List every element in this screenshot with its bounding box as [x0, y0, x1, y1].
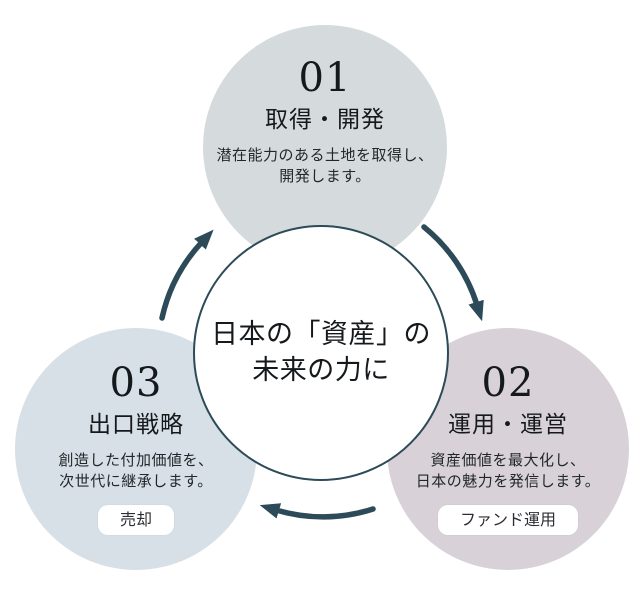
step-03-number: 03 — [109, 360, 163, 406]
center-message: 日本の「資産」の 未来の力に — [211, 317, 431, 388]
step-circle-03: 03 出口戦略 創造した付加価値を、 次世代に継承します。 売却 — [15, 328, 257, 570]
step-03-description: 創造した付加価値を、 次世代に継承します。 — [58, 450, 213, 494]
step-01-desc-line1: 潜在能力のある土地を取得し、 — [216, 145, 434, 164]
step-02-desc-line1: 資産価値を最大化し、 — [430, 450, 586, 469]
step-03-desc-line1: 創造した付加価値を、 — [58, 450, 214, 469]
step-02-description: 資産価値を最大化し、 日本の魅力を発信します。 — [416, 450, 601, 494]
step-01-number: 01 — [298, 55, 352, 101]
arrow-step2-to-step3-icon — [259, 503, 376, 520]
step-03-badge: 売却 — [97, 505, 174, 536]
step-01-description: 潜在能力のある土地を取得し、 開発します。 — [216, 145, 433, 189]
center-message-line2: 未来の力に — [252, 355, 390, 386]
step-02-badge: ファンド運用 — [437, 505, 578, 536]
step-01-title: 取得・開発 — [265, 107, 385, 133]
step-03-title: 出口戦略 — [88, 412, 184, 438]
step-01-desc-line2: 開発します。 — [279, 167, 371, 186]
step-02-title: 運用・運営 — [448, 412, 568, 438]
arrow-step3-to-step1-icon — [159, 229, 214, 321]
step-02-number: 02 — [481, 360, 535, 406]
step-03-desc-line2: 次世代に継承します。 — [59, 472, 213, 491]
step-02-desc-line2: 日本の魅力を発信します。 — [415, 472, 601, 491]
center-message-line1: 日本の「資産」の — [211, 319, 431, 351]
center-circle: 日本の「資産」の 未来の力に — [193, 225, 449, 481]
